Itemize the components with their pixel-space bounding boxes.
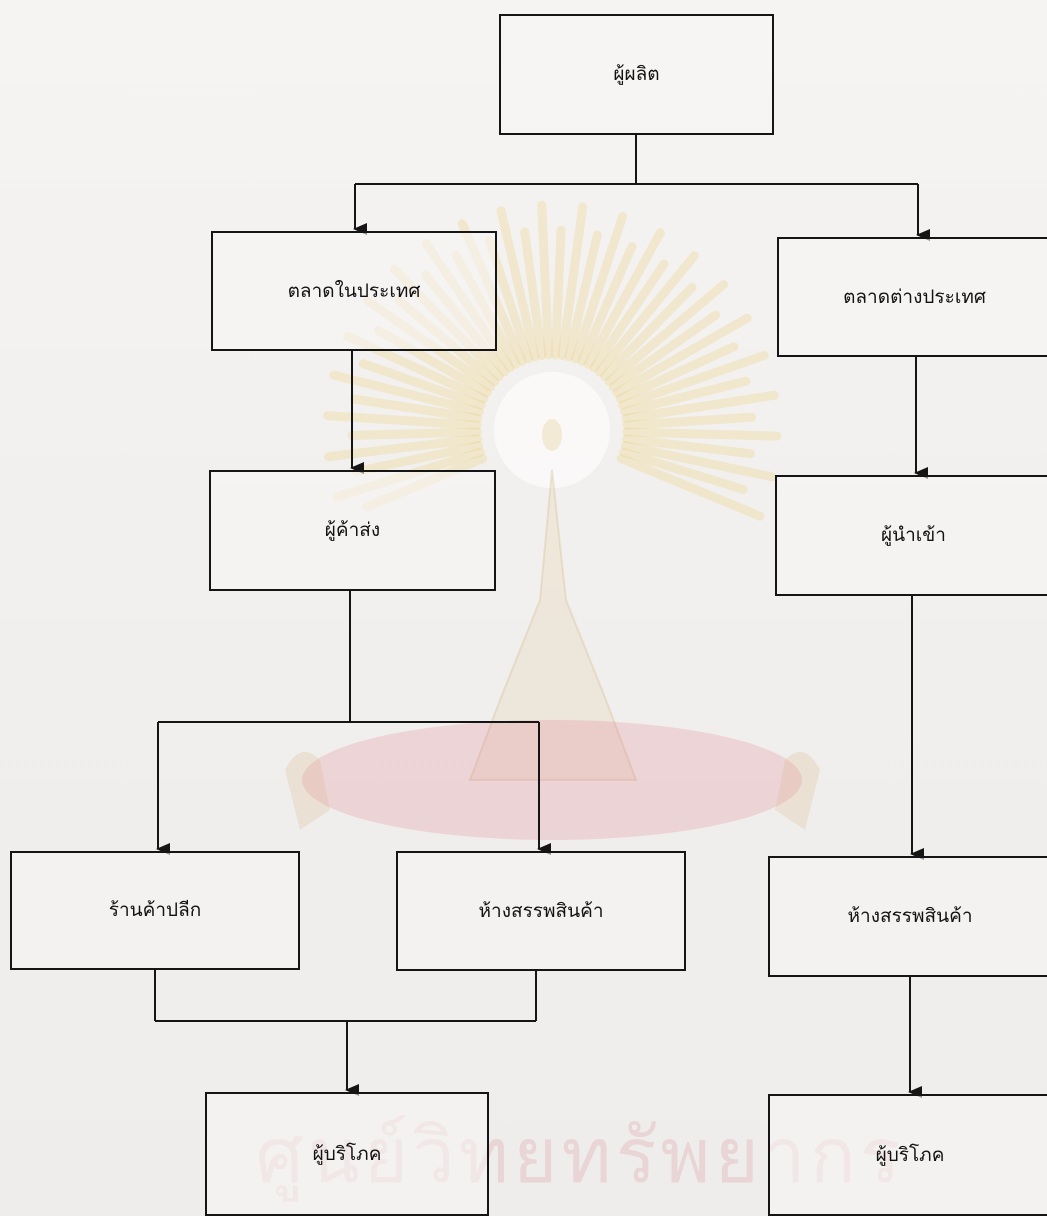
node-consumer-foreign: ผู้บริโภค bbox=[768, 1094, 1047, 1216]
node-retail-store: ร้านค้าปลีก bbox=[10, 851, 300, 970]
node-producer-label: ผู้ผลิต bbox=[613, 63, 660, 86]
node-importer-label: ผู้นำเข้า bbox=[881, 524, 946, 547]
node-consumer-foreign-label: ผู้บริโภค bbox=[875, 1143, 945, 1166]
node-wholesaler: ผู้ค้าส่ง bbox=[209, 470, 496, 591]
node-importer: ผู้นำเข้า bbox=[775, 475, 1047, 596]
node-domestic-market: ตลาดในประเทศ bbox=[211, 231, 497, 351]
node-foreign-market-label: ตลาดต่างประเทศ bbox=[843, 285, 986, 308]
node-domestic-market-label: ตลาดในประเทศ bbox=[287, 279, 421, 302]
node-department-store-domestic: ห้างสรรพสินค้า bbox=[396, 851, 686, 971]
node-department-store-foreign-label: ห้างสรรพสินค้า bbox=[847, 905, 973, 928]
node-department-store-domestic-label: ห้างสรรพสินค้า bbox=[478, 899, 604, 922]
node-foreign-market: ตลาดต่างประเทศ bbox=[777, 237, 1047, 357]
node-department-store-foreign: ห้างสรรพสินค้า bbox=[768, 856, 1047, 977]
node-producer: ผู้ผลิต bbox=[499, 14, 774, 135]
node-retail-store-label: ร้านค้าปลีก bbox=[108, 899, 202, 922]
node-wholesaler-label: ผู้ค้าส่ง bbox=[324, 519, 381, 542]
node-consumer-domestic: ผู้บริโภค bbox=[205, 1092, 489, 1216]
node-consumer-domestic-label: ผู้บริโภค bbox=[312, 1142, 382, 1165]
